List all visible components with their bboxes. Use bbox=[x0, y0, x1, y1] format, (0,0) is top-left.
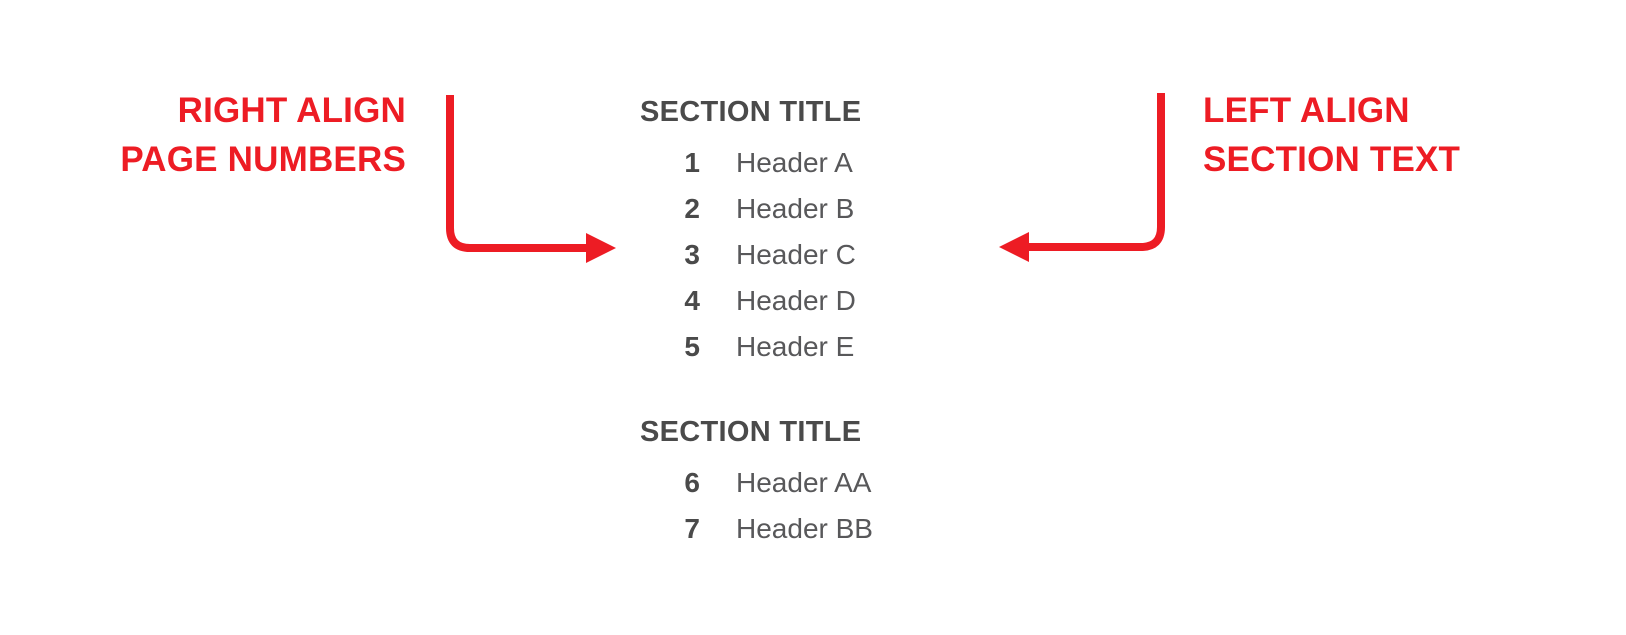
left-callout-arrow-icon bbox=[446, 95, 616, 263]
toc-entry[interactable]: 3 Header C bbox=[640, 232, 940, 278]
toc-entry[interactable]: 5 Header E bbox=[640, 324, 940, 370]
toc-entry[interactable]: 2 Header B bbox=[640, 186, 940, 232]
toc-section: SECTION TITLE 6 Header AA 7 Header BB bbox=[640, 412, 940, 552]
entry-page-number: 3 bbox=[684, 239, 700, 270]
toc-section: SECTION TITLE 1 Header A 2 Header B 3 He… bbox=[640, 92, 940, 370]
annotation-right-align-page-numbers: RIGHT ALIGN PAGE NUMBERS bbox=[120, 91, 406, 179]
entry-page-number: 1 bbox=[684, 147, 700, 178]
section-title: SECTION TITLE bbox=[640, 416, 862, 448]
section-title: SECTION TITLE bbox=[640, 96, 862, 128]
entry-label: Header C bbox=[736, 239, 856, 270]
annotation-left-align-section-text: LEFT ALIGN SECTION TEXT bbox=[1203, 91, 1461, 179]
toc-entry[interactable]: 6 Header AA bbox=[640, 460, 940, 506]
entry-page-number: 7 bbox=[684, 513, 700, 544]
right-callout-arrow-icon bbox=[999, 93, 1165, 262]
entry-label: Header AA bbox=[736, 467, 872, 498]
table-of-contents: SECTION TITLE 1 Header A 2 Header B 3 He… bbox=[640, 92, 940, 552]
entry-page-number: 6 bbox=[684, 467, 700, 498]
toc-entry[interactable]: 4 Header D bbox=[640, 278, 940, 324]
entry-label: Header A bbox=[736, 147, 853, 178]
entry-page-number: 5 bbox=[684, 331, 700, 362]
entry-label: Header E bbox=[736, 331, 855, 362]
entry-page-number: 2 bbox=[684, 193, 700, 224]
entry-page-number: 4 bbox=[684, 285, 700, 316]
entry-label: Header BB bbox=[736, 513, 873, 544]
toc-entry[interactable]: 1 Header A bbox=[640, 140, 940, 186]
toc-entry[interactable]: 7 Header BB bbox=[640, 506, 940, 552]
entry-label: Header D bbox=[736, 285, 856, 316]
entry-label: Header B bbox=[736, 193, 855, 224]
